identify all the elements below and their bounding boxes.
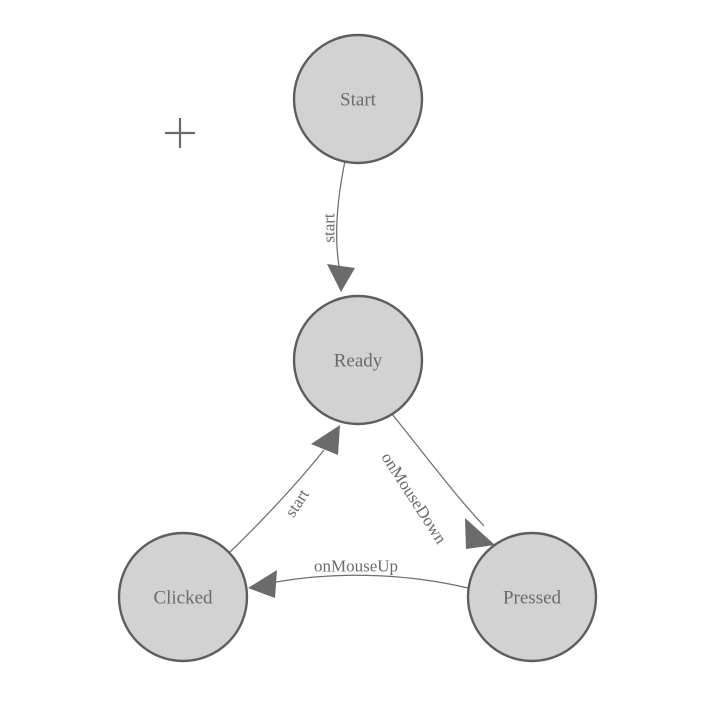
- state-node-clicked-circle[interactable]: [117, 531, 249, 663]
- edge-label-clicked-to-ready: start: [281, 485, 313, 520]
- state-node-start-label: Start: [340, 90, 377, 111]
- state-node-start-circle[interactable]: [292, 33, 424, 165]
- state-node-pressed-label: Pressed: [503, 588, 562, 609]
- arrowhead-start-to-ready: [327, 264, 355, 292]
- state-node-pressed-circle[interactable]: [466, 531, 598, 663]
- edge-path-pressed-to-clicked: [270, 574, 469, 589]
- edge-label-start-to-ready: start: [320, 213, 339, 243]
- edge-path-clicked-to-ready: [227, 449, 325, 555]
- arrowhead-pressed-to-clicked: [248, 570, 277, 598]
- state-node-start[interactable]: Start: [292, 33, 424, 165]
- edge-label-pressed-to-clicked: onMouseUp: [314, 557, 398, 576]
- state-node-clicked[interactable]: Clicked: [117, 531, 249, 663]
- arrowhead-ready-to-pressed: [465, 518, 495, 549]
- state-node-ready[interactable]: Ready: [292, 294, 424, 426]
- plus-marker-icon[interactable]: [165, 118, 195, 148]
- arrowhead-clicked-to-ready: [311, 425, 340, 455]
- state-node-pressed[interactable]: Pressed: [466, 531, 598, 663]
- state-node-ready-label: Ready: [334, 351, 383, 372]
- edge-path-start-to-ready: [335, 160, 346, 267]
- edge-clicked-to-ready[interactable]: start: [227, 425, 340, 555]
- edge-path-ready-to-pressed: [391, 413, 485, 527]
- state-node-ready-circle[interactable]: [292, 294, 424, 426]
- edge-pressed-to-clicked[interactable]: onMouseUp: [248, 557, 469, 599]
- edge-label-ready-to-pressed: onMouseDown: [377, 449, 450, 548]
- edge-ready-to-pressed[interactable]: onMouseDown: [377, 413, 495, 549]
- state-node-clicked-label: Clicked: [153, 588, 213, 609]
- edge-start-to-ready[interactable]: start: [320, 160, 356, 292]
